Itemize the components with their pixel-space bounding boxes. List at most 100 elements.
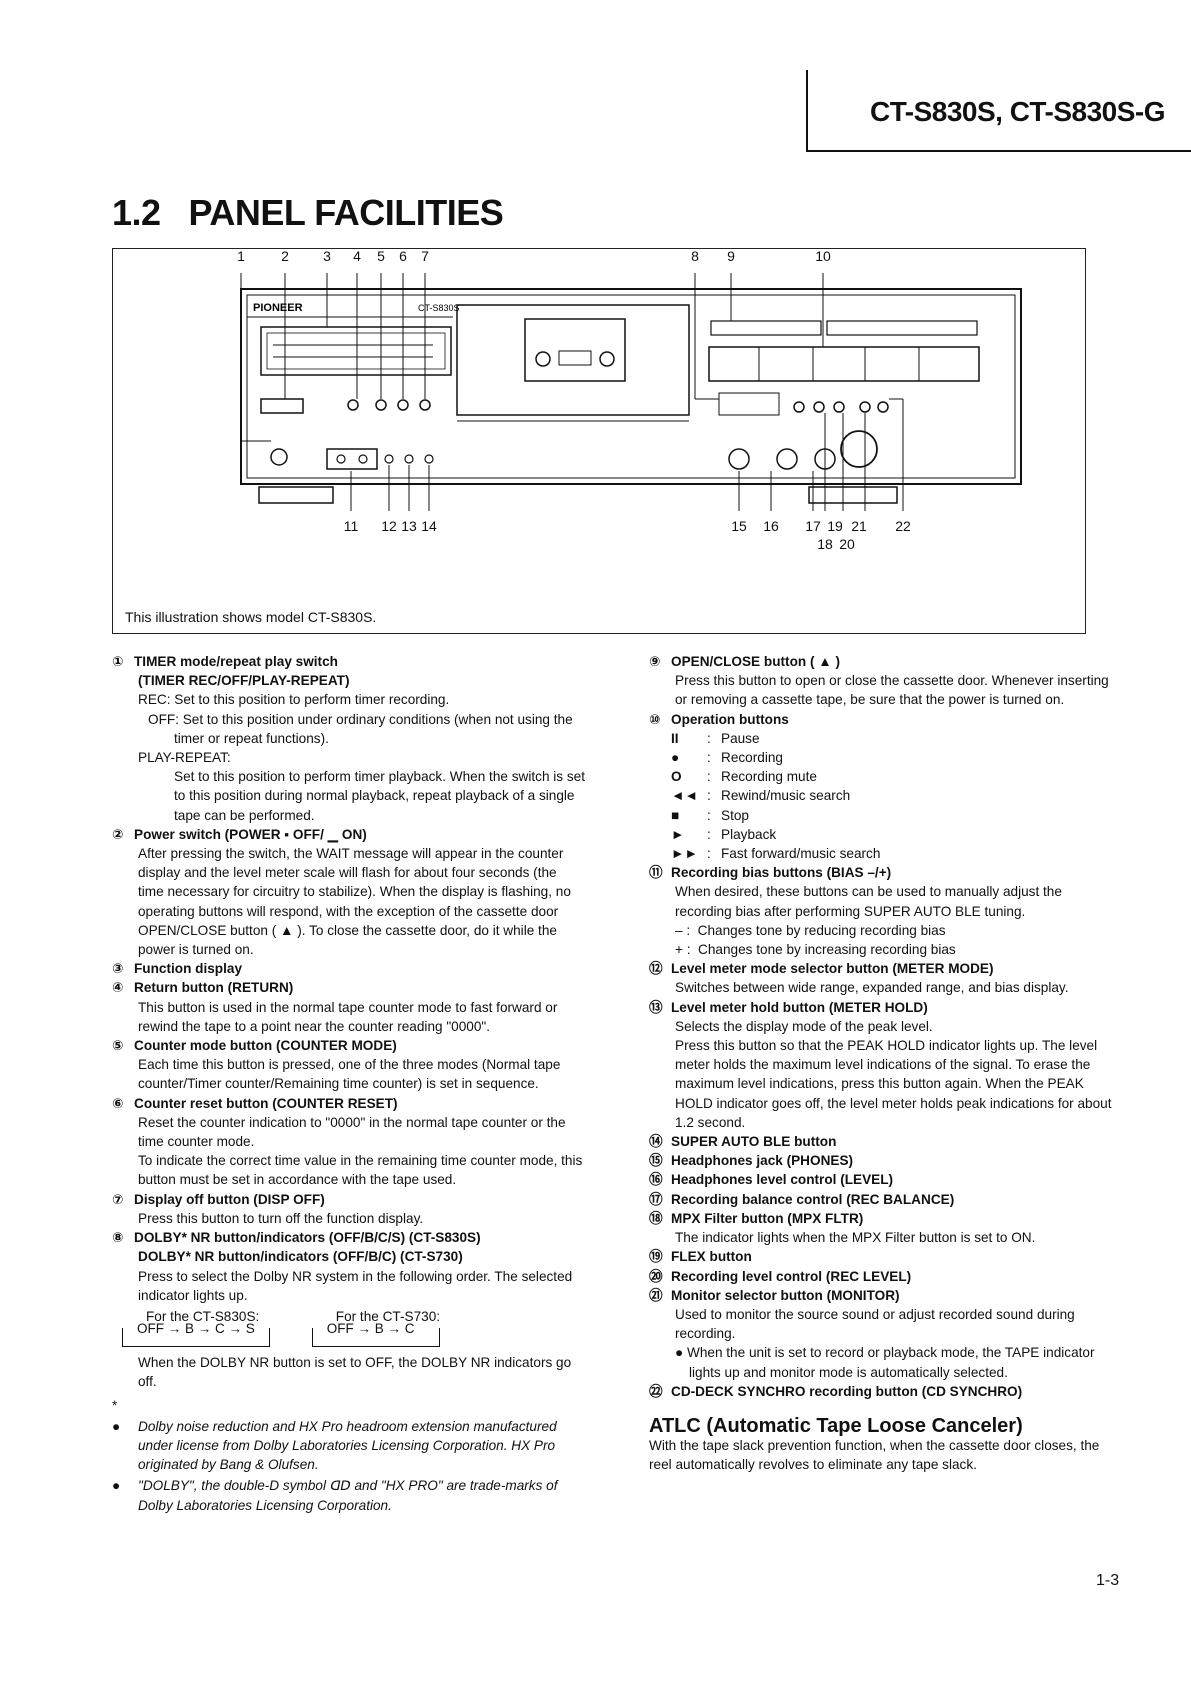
callout-16: 16 [763,518,779,534]
item-text: The indicator lights when the MPX Filter… [675,1230,1036,1246]
item-text: Used to monitor the source sound or adju… [675,1306,1075,1342]
item-title: Headphones jack (PHONES) [671,1153,854,1169]
phones-jack [728,448,750,470]
model-title: CT-S830S, CT-S830S-G [869,96,1166,127]
item-text: OFF: Set to this position under ordinary… [148,711,573,746]
item-phones-level: ⑯ Headphones level control (LEVEL) [649,1170,1115,1189]
item-title: CD-DECK SYNCHRO recording button (CD SYN… [671,1383,1023,1399]
item-number: ② [112,826,124,842]
footnote-star: * [112,1397,118,1413]
callout-17: 17 [805,518,821,534]
item-number: ㉑ [649,1287,663,1303]
item-title: Headphones level control (LEVEL) [671,1172,894,1188]
item-counter-reset: ⑥ Counter reset button (COUNTER RESET) Re… [112,1094,586,1190]
op-row: O:Recording mute [649,767,1115,786]
item-number: ⑯ [649,1172,663,1188]
flow-ct-s730: For the CT-S730: OFF → B → C [311,1307,441,1348]
item-text: Set to this position to perform timer pl… [174,769,586,823]
item-text: To indicate the correct time value in th… [138,1153,583,1188]
item-number: ⑮ [649,1153,663,1169]
item-title: Counter reset button (COUNTER RESET) [134,1095,398,1111]
callout-1: 1 [237,249,245,264]
callout-22: 22 [895,518,911,534]
page-number: 1-3 [1096,1572,1120,1589]
item-title: Display off button (DISP OFF) [134,1191,325,1207]
item-text: Each time this button is pressed, one of… [138,1057,561,1092]
item-text: + : Changes tone by increasing recording… [675,942,956,958]
play-icon: ► [671,826,685,842]
op-row: ◄◄:Rewind/music search [649,786,1115,805]
fast-forward-icon: ►► [671,846,698,862]
item-text: When desired, these buttons can be used … [675,884,1062,919]
flow-sequence: OFF → B → C → S [133,1321,259,1337]
item-power-switch: ② Power switch (POWER ▪ OFF/ ▁ ON) After … [112,825,586,959]
item-title: Operation buttons [671,711,789,727]
item-title: Power switch (POWER ▪ OFF/ ▁ ON) [134,826,367,842]
item-super-auto-ble: ⑭ SUPER AUTO BLE button [649,1132,1115,1151]
deck-inner [246,294,1016,479]
item-title: Level meter hold button (METER HOLD) [671,999,928,1015]
section-heading: PANEL FACILITIES [188,192,504,233]
op-desc: Fast forward/music search [721,846,881,862]
item-number: ④ [112,980,124,996]
model-logo: CT-S830S [418,303,460,313]
op-desc: Playback [721,826,777,842]
dolby-sequence: For the CT-S830S: OFF → B → C → S For th… [112,1307,586,1348]
callout-9: 9 [727,249,735,264]
cassette-window [524,318,626,382]
item-number: ⑧ [112,1230,124,1246]
item-text: REC: Set to this position to perform tim… [138,692,450,708]
mute-icon: O [671,769,682,785]
item-title: OPEN/CLOSE button ( ▲ ) [671,654,841,669]
item-title: FLEX button [671,1249,752,1265]
item-number: ③ [112,961,124,977]
item-number: ⑪ [649,865,663,881]
item-text: This button is used in the normal tape c… [138,999,558,1034]
item-number: ⑭ [649,1134,663,1150]
item-title: Recording bias buttons (BIAS –/+) [671,865,892,881]
cassette-door [456,304,690,416]
item-title: TIMER mode/repeat play switch [134,654,338,669]
item-number: ⑥ [112,1095,124,1111]
callout-20: 20 [839,536,855,552]
callout-6: 6 [399,249,407,264]
item-text: After pressing the switch, the WAIT mess… [138,846,571,958]
flow-sequence: OFF → B → C [322,1321,419,1337]
rewind-icon: ◄◄ [671,788,698,804]
panel-illustration: PIONEER CT-S830S [112,248,1086,634]
footnote-text: Dolby noise reduction and HX Pro headroo… [138,1418,557,1473]
pause-icon: II [671,730,679,746]
item-text: Reset the counter indication to "0000" i… [138,1114,566,1150]
item-phones-jack: ⑮ Headphones jack (PHONES) [649,1151,1115,1170]
figure-caption: This illustration shows model CT-S830S. [125,609,377,625]
callout-8: 8 [691,249,699,264]
callout-11: 11 [344,518,359,534]
item-text: When the DOLBY NR button is set to OFF, … [138,1355,572,1390]
callout-13: 13 [401,518,417,534]
op-row: II:Pause [649,729,1115,748]
item-title: Function display [134,961,242,977]
item-number: ⑬ [649,999,663,1015]
op-row: ■:Stop [649,806,1115,825]
callout-21: 21 [851,518,867,534]
callout-19: 19 [827,518,843,534]
item-number: ⑨ [649,654,661,669]
open-close-button [710,320,822,336]
item-title: Recording balance control (REC BALANCE) [671,1191,955,1207]
item-number: ① [112,654,124,669]
item-title: SUPER AUTO BLE button [671,1134,837,1150]
op-desc: Pause [721,730,760,746]
callout-14: 14 [421,518,437,534]
callout-15: 15 [731,518,747,534]
op-row: ●:Recording [649,748,1115,767]
